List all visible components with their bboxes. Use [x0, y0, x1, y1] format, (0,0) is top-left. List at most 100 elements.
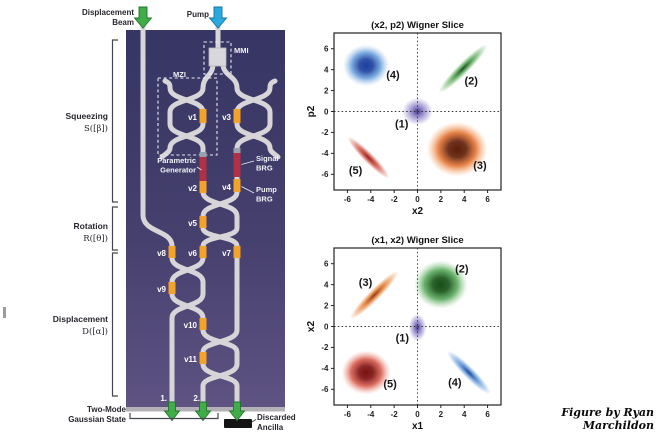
- rotation-bracket: [111, 206, 118, 251]
- output-port-2-label: 2.: [193, 394, 200, 403]
- y-tick-label: -2: [321, 128, 329, 137]
- waveguide-rotation-a: [200, 189, 240, 261]
- x-tick-label: 2: [439, 410, 444, 419]
- circuit-labels: Displacement Beam Pump MMI MZI Parametri…: [53, 8, 296, 432]
- connector-right: [233, 148, 241, 153]
- x-axis-label: x2: [412, 206, 424, 217]
- x-tick-label: 6: [485, 195, 490, 204]
- output-arrow-ancilla-icon: [228, 401, 246, 422]
- parametric-leader: [196, 166, 202, 171]
- two-mode-output-bracket: [129, 413, 219, 420]
- parametric-label-line2: Generator: [160, 166, 196, 175]
- label-v7: v7: [222, 249, 231, 258]
- label-v6: v6: [188, 249, 197, 258]
- connector-left: [199, 152, 207, 157]
- signal-brg-label-line2: BRG: [256, 164, 273, 173]
- label-v9: v9: [157, 285, 166, 294]
- brg-segments: [199, 148, 241, 181]
- discarded-label-line2: Ancilla: [257, 423, 284, 432]
- phase-shifters: [168, 109, 241, 364]
- y-axis-label: x2: [306, 321, 317, 333]
- y-tick-label: 2: [324, 301, 329, 310]
- waveguide-right-mzi-inner-arm: [234, 85, 273, 160]
- blob-label-(4): (4): [448, 377, 462, 389]
- blob-label-(3): (3): [473, 160, 487, 172]
- x-tick-label: -4: [367, 410, 375, 419]
- discarded-leader: [250, 419, 257, 423]
- x-axis-label: x1: [412, 421, 424, 432]
- parametric-generator-segment: [199, 157, 207, 181]
- phase-shifter-v3: [233, 109, 241, 123]
- wigner-blob-(3): [349, 270, 399, 320]
- x-tick-label: -6: [344, 410, 352, 419]
- rotation-symbol: R([θ]): [83, 233, 108, 244]
- leader-lines: [196, 160, 257, 423]
- label-v8: v8: [157, 249, 166, 258]
- two-mode-label-line1: Two-Mode: [87, 405, 127, 414]
- mzi-dashed-box: [157, 77, 218, 156]
- output-arrows: [163, 401, 246, 422]
- plot-title: (x1, x2) Wigner Slice: [371, 235, 463, 246]
- phase-shifter-v4-pump-brg: [233, 179, 241, 192]
- y-tick-label: 0: [324, 107, 329, 116]
- x-tick-label: 4: [462, 410, 467, 419]
- wigner-blob-(2): [438, 44, 488, 93]
- blob-label-(2): (2): [455, 263, 469, 275]
- parametric-label-line1: Parametric: [157, 156, 196, 165]
- discarded-ancilla-block: [224, 419, 252, 428]
- waveguide-left-mzi-inner-arm: [167, 85, 206, 160]
- waveguide-mmi-split-right: [220, 61, 240, 91]
- phase-shifter-v2: [199, 181, 207, 193]
- discarded-label-line1: Discarded: [257, 413, 296, 422]
- wigner-blob-(4): [342, 44, 390, 87]
- y-tick-label: 4: [324, 65, 329, 74]
- blob-label-(5): (5): [349, 165, 363, 177]
- label-v2: v2: [188, 184, 197, 193]
- blob-label-(1): (1): [395, 119, 409, 131]
- two-mode-label-line2: Gaussian State: [68, 415, 126, 424]
- y-tick-label: 4: [324, 280, 329, 289]
- x-tick-label: 0: [415, 410, 420, 419]
- blob-label-(5): (5): [383, 379, 397, 391]
- waveguide-displacement-a: [169, 255, 206, 406]
- y-tick-label: 2: [324, 86, 329, 95]
- blob-label-(3): (3): [359, 277, 373, 289]
- y-tick-label: 0: [324, 322, 329, 331]
- squeezing-symbol: S([β]): [84, 123, 108, 134]
- section-brackets: [111, 39, 219, 420]
- mzi-label: MZI: [173, 70, 186, 79]
- figure-credit: Figure by Ryan Marchildon: [561, 406, 654, 432]
- waveguide-mmi-split-left: [200, 61, 216, 91]
- y-tick-label: -2: [321, 343, 329, 352]
- displacement-bracket: [111, 252, 118, 397]
- wigner-blob-(5): [341, 350, 391, 395]
- x-tick-label: -2: [391, 410, 399, 419]
- phase-shifter-v6: [199, 246, 207, 258]
- label-v11: v11: [184, 355, 197, 364]
- phase-shifter-v8: [168, 246, 176, 258]
- wigner-blob-(1): [402, 97, 433, 126]
- mmi-dashed-box: [203, 41, 232, 75]
- label-v10: v10: [184, 321, 198, 330]
- blob-label-(4): (4): [386, 69, 400, 81]
- y-tick-label: -6: [321, 170, 329, 179]
- label-v5: v5: [188, 219, 197, 228]
- displacement-section-label: Displacement: [53, 314, 108, 324]
- label-v3: v3: [222, 113, 231, 122]
- phase-shifter-v7: [233, 246, 241, 258]
- wigner-blob-(3): [426, 121, 488, 177]
- x-tick-label: 6: [485, 410, 490, 419]
- mmi-label: MMI: [234, 46, 249, 55]
- y-tick-label: -6: [321, 385, 329, 394]
- y-tick-label: 6: [324, 260, 329, 269]
- x-tick-label: 4: [462, 195, 467, 204]
- signal-brg-leader: [241, 160, 255, 165]
- plot-title: (x2, p2) Wigner Slice: [371, 20, 464, 31]
- signal-brg-label-line1: Signal: [256, 154, 279, 163]
- phase-shifter-v9: [168, 282, 176, 294]
- pump-label: Pump: [187, 10, 209, 19]
